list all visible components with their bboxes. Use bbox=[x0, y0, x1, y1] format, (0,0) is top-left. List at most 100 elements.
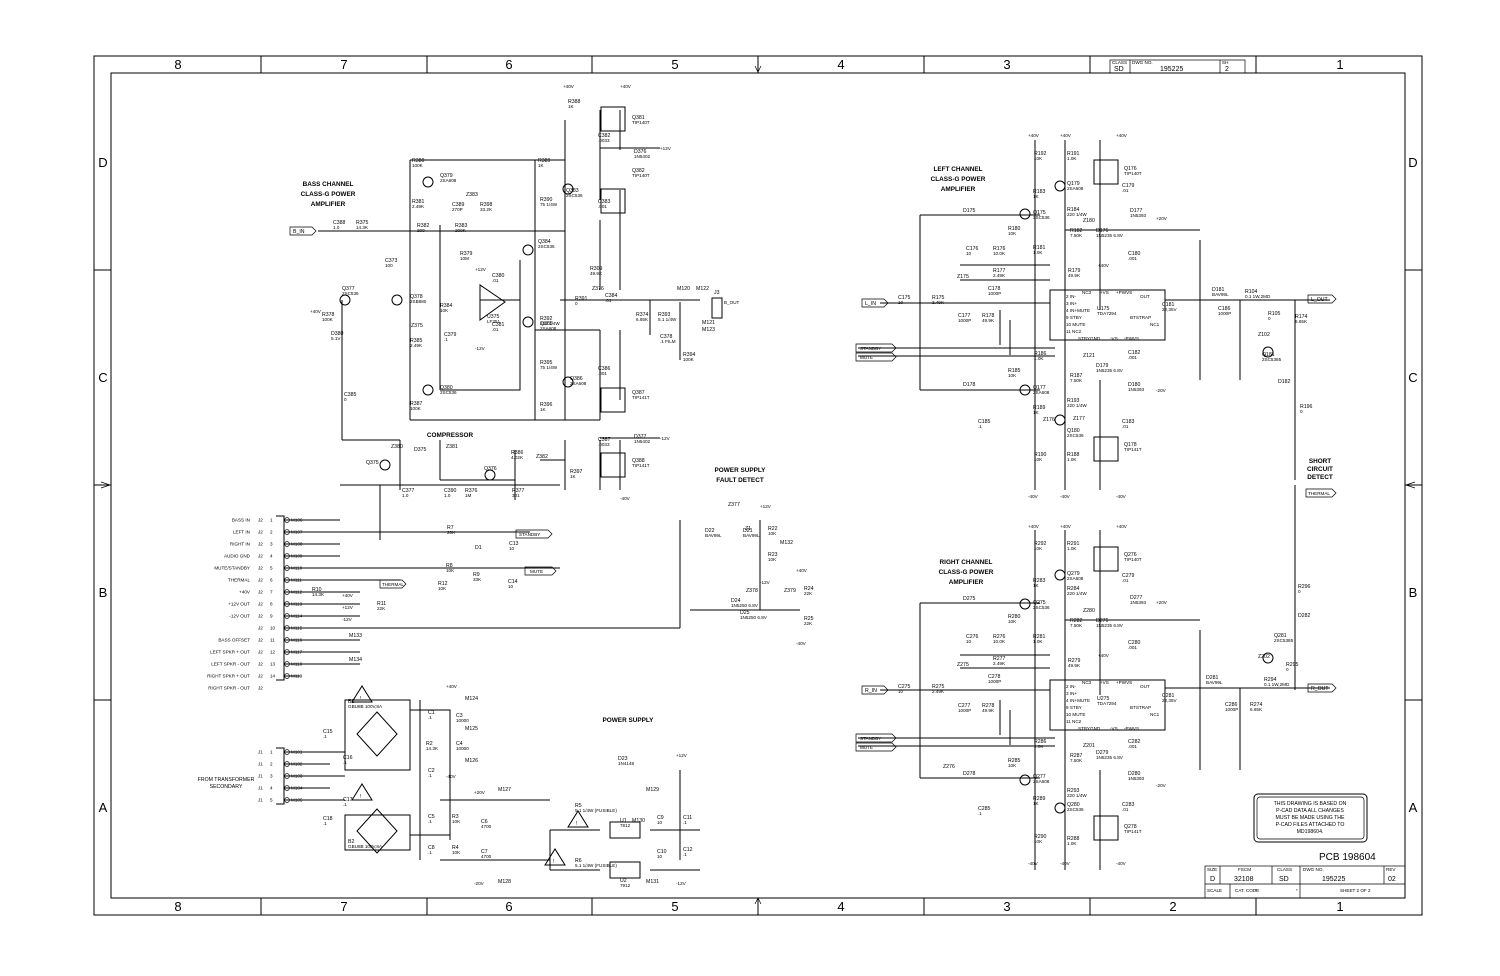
component-value: 200K bbox=[455, 228, 467, 233]
j2-ref-label: J2 bbox=[258, 638, 263, 643]
title-block: SIZE D FSCM 32108 CLASS SD DWG NO. 19522… bbox=[1204, 865, 1406, 899]
component-ref: R309 bbox=[590, 266, 603, 272]
component-value: TIP140T bbox=[1124, 557, 1142, 562]
component-ref: D24 bbox=[731, 598, 741, 604]
component-ref: R289 bbox=[1033, 796, 1046, 802]
svg-text:+40V: +40V bbox=[1116, 133, 1128, 138]
j2-ref-label: J2 bbox=[258, 578, 263, 583]
component-value: 1.0K bbox=[1067, 156, 1077, 161]
component-ref: Q385 bbox=[540, 321, 553, 327]
component-ref: C280 bbox=[1128, 640, 1141, 646]
component-value: 1M bbox=[465, 493, 472, 498]
j2-signal-label: RIGHT SPKR + OUT bbox=[207, 674, 250, 679]
svg-text:SHEET 2 OF 2: SHEET 2 OF 2 bbox=[1340, 888, 1371, 893]
component-value: 6.65K bbox=[1250, 707, 1263, 712]
component-value: GBU8B 100V,8A bbox=[348, 844, 383, 849]
component-value: .001 bbox=[598, 371, 607, 376]
component-ref: C8 bbox=[428, 845, 435, 851]
svg-text:-40V: -40V bbox=[620, 496, 631, 501]
test-point-icon bbox=[284, 761, 290, 767]
component-ref: C279 bbox=[1122, 573, 1135, 579]
component-ref: M131 bbox=[646, 879, 659, 885]
component-value: 10K bbox=[1034, 546, 1043, 551]
bridge-rectifier-b1 bbox=[356, 711, 398, 757]
svg-text:+40V: +40V bbox=[796, 568, 808, 573]
connector-j3 bbox=[711, 297, 723, 319]
net-flag-mute-left: MUTE bbox=[855, 352, 897, 362]
svg-text:THIS DRAWING IS BASED ON: THIS DRAWING IS BASED ON bbox=[1274, 801, 1347, 807]
component-z375: Z375 bbox=[411, 323, 423, 329]
component-ref: D23 bbox=[618, 756, 628, 762]
component-ref: C383 bbox=[598, 199, 611, 205]
svg-text:B_OUT: B_OUT bbox=[724, 300, 740, 305]
component-value: 2.49K bbox=[932, 300, 945, 305]
component-value: 1N5393 bbox=[1130, 600, 1147, 605]
component-ref: R4 bbox=[452, 845, 459, 851]
component-ref: M127 bbox=[498, 787, 511, 793]
component-ref: C283 bbox=[1122, 802, 1135, 808]
component-ref: M125 bbox=[465, 726, 478, 732]
svg-text:STANDBY: STANDBY bbox=[860, 346, 881, 351]
net-flag-b-out: B_OUT bbox=[724, 300, 740, 305]
component-ref: Z1 bbox=[745, 526, 751, 532]
svg-text:195225: 195225 bbox=[1322, 876, 1345, 883]
component-value: 2.49K bbox=[993, 661, 1006, 666]
j2-pin-number: 8 bbox=[270, 602, 273, 607]
component-value: 6.65K bbox=[1295, 319, 1308, 324]
component-value: 1N5393 bbox=[1128, 776, 1145, 781]
component-value: 220 1/4W bbox=[1067, 212, 1087, 217]
svg-text:+40V: +40V bbox=[1060, 524, 1072, 529]
component-value: 7.50K bbox=[1070, 623, 1083, 628]
component-value: 0 bbox=[344, 397, 347, 402]
component-ref: R396 bbox=[540, 402, 553, 408]
component-ref: R378 bbox=[322, 312, 335, 318]
component-c378: C378.1 FILM bbox=[660, 334, 676, 344]
test-point-icon bbox=[284, 773, 290, 779]
svg-text:+40V: +40V bbox=[1060, 133, 1072, 138]
component-value: 1K bbox=[1033, 194, 1040, 199]
j2-ref-label: J2 bbox=[258, 626, 263, 631]
j2-signal-label: THERMAL bbox=[228, 578, 250, 583]
fault-title-1: POWER SUPPLY bbox=[715, 467, 767, 474]
component-ref: M124 bbox=[465, 696, 478, 702]
svg-text:-40V: -40V bbox=[1060, 861, 1071, 866]
component-z180: Z180 bbox=[1083, 218, 1095, 224]
component-value: 10K bbox=[452, 819, 461, 824]
pcb-number: PCB 198604 bbox=[1319, 852, 1376, 863]
component-ref: C277 bbox=[958, 703, 971, 709]
component-value: 1N5402 bbox=[634, 439, 651, 444]
component-ref: C285 bbox=[978, 806, 991, 812]
j2-pin-number: 5 bbox=[270, 566, 273, 571]
net-flag-thermal-right: THERMAL bbox=[1305, 488, 1337, 498]
component-ref: C181 bbox=[1162, 302, 1175, 308]
component-value: 2SA608 bbox=[1067, 576, 1084, 581]
component-z275: Z275 bbox=[957, 662, 969, 668]
component-value: 10M bbox=[460, 256, 469, 261]
j2-test-point-label: M108 bbox=[291, 542, 303, 547]
component-value: 2.49K bbox=[993, 273, 1006, 278]
component-value: 33K bbox=[473, 577, 482, 582]
j2-signal-label: -12V OUT bbox=[229, 614, 250, 619]
short-title-2: CIRCUIT bbox=[1307, 466, 1333, 473]
component-value: 1K bbox=[540, 407, 547, 412]
component-z378: Z378 bbox=[746, 588, 758, 594]
component-ref: D279 bbox=[1096, 750, 1109, 756]
component-ref: C388 bbox=[333, 220, 346, 226]
component-ref: R374 bbox=[636, 312, 649, 318]
zone-labels-top: 8 7 6 5 4 3 1 bbox=[174, 57, 1343, 72]
svg-text:MUTE: MUTE bbox=[860, 355, 873, 360]
